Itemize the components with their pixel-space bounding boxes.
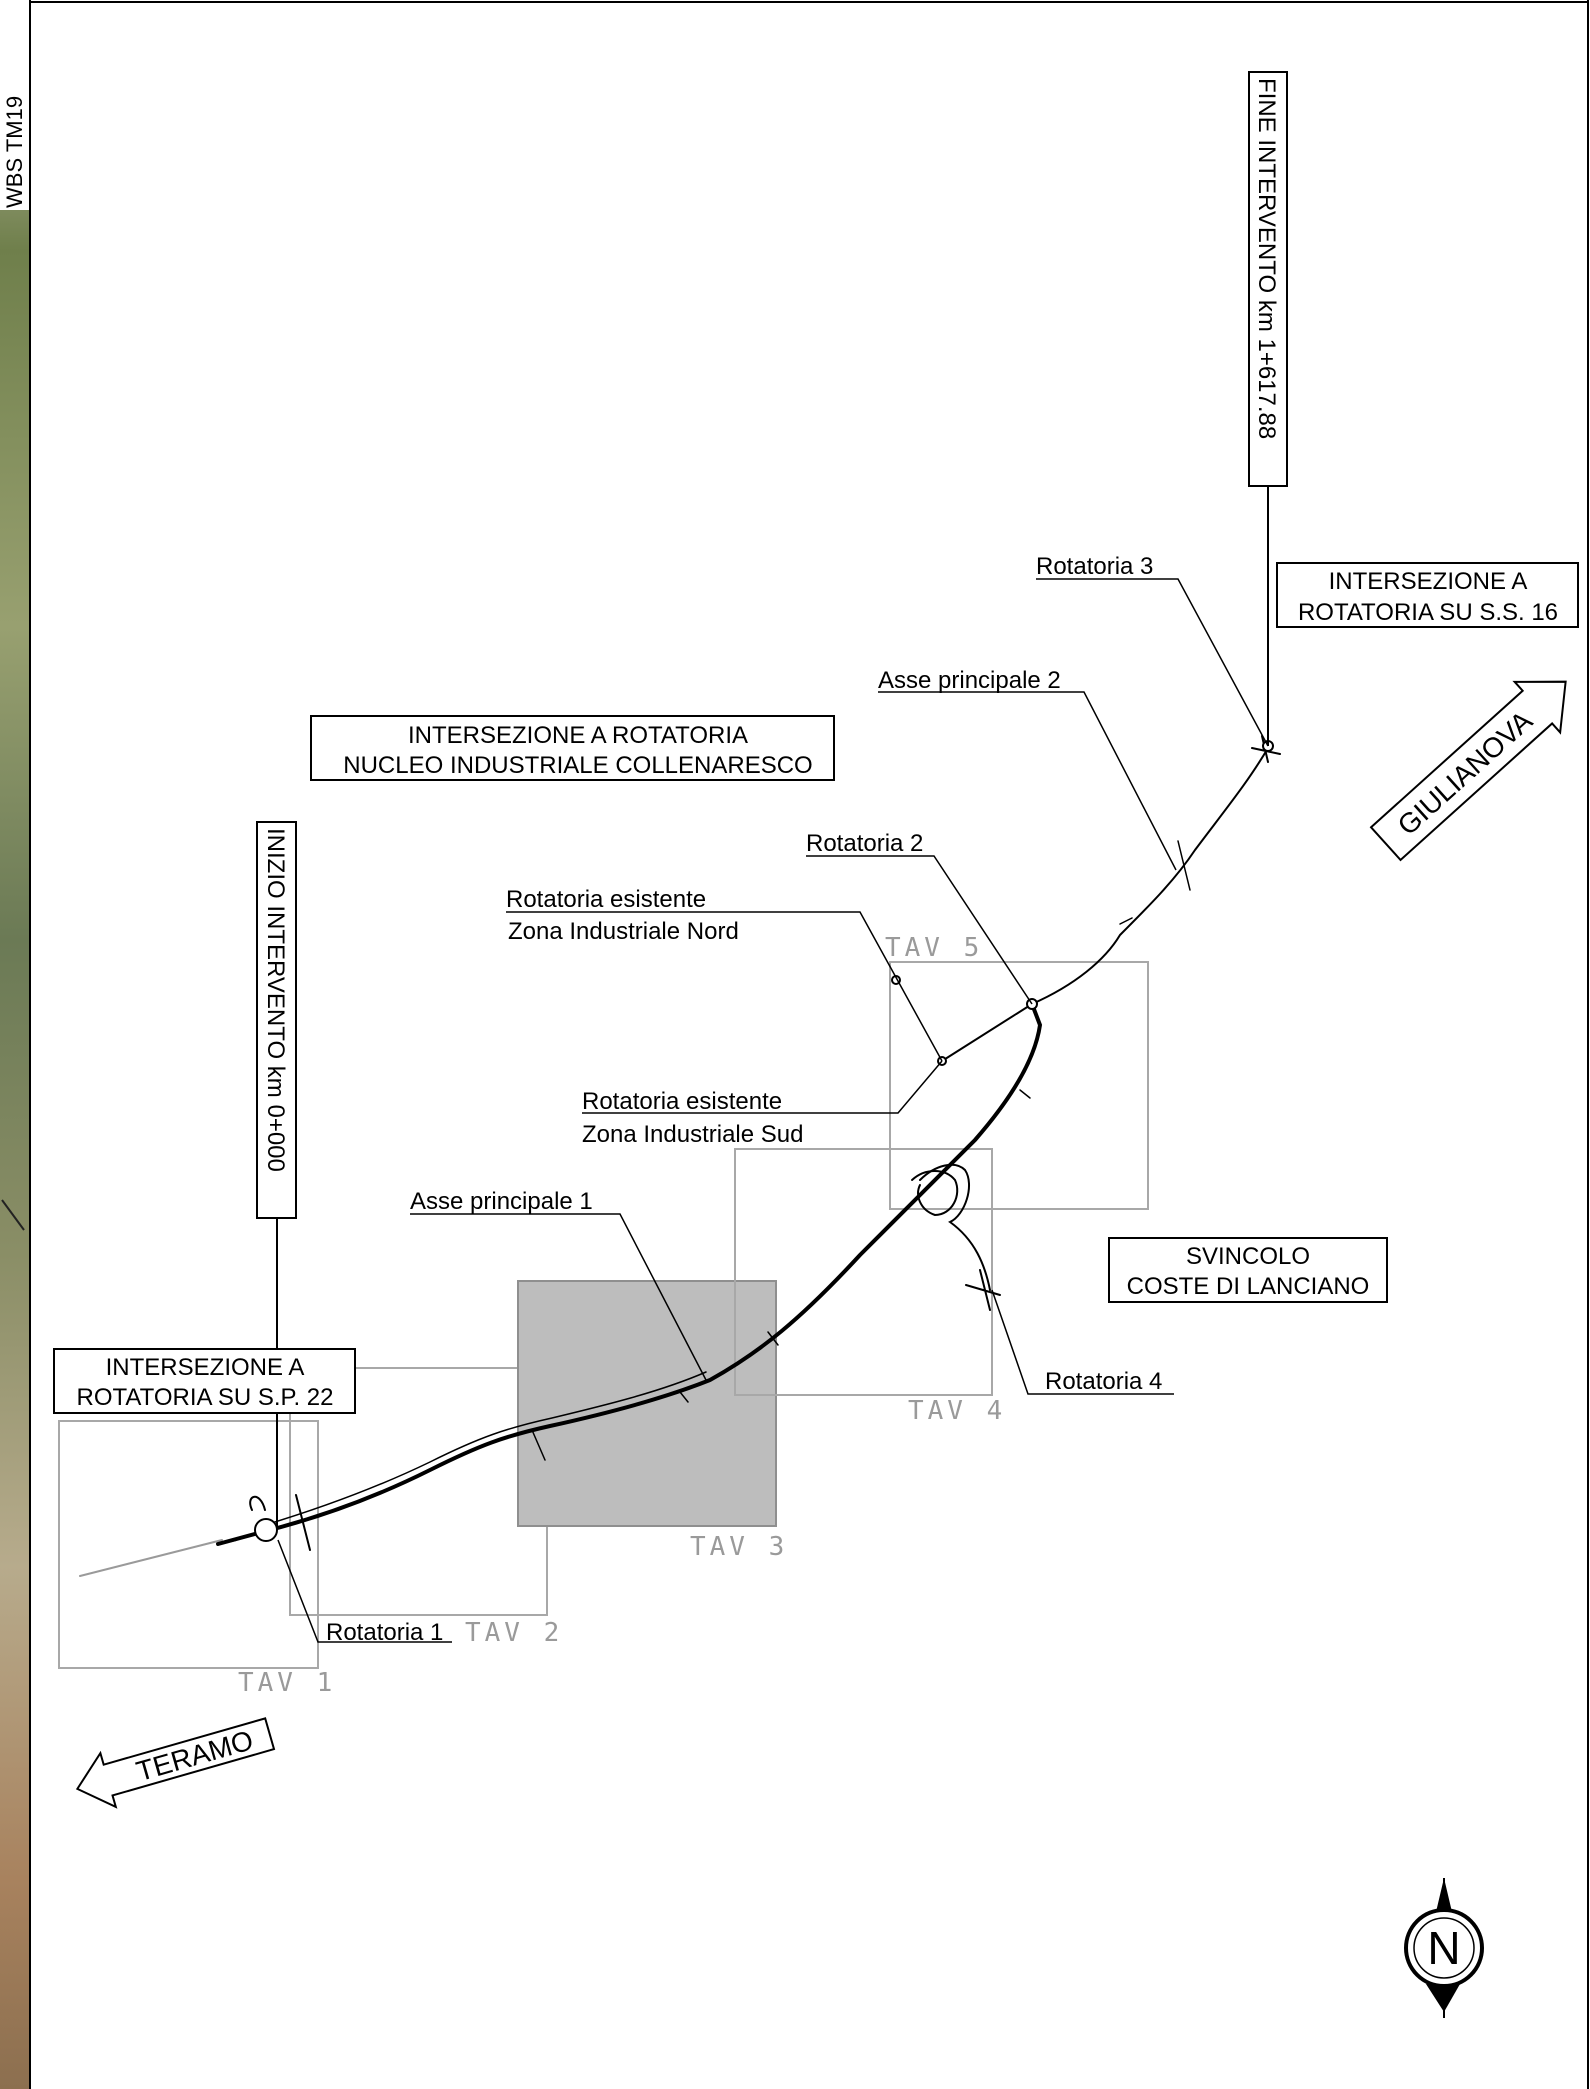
leader-esistente-sud xyxy=(582,1060,943,1114)
svg-text:FINE INTERVENTO km 1+617.88: FINE INTERVENTO km 1+617.88 xyxy=(1253,78,1280,439)
callout-esistente-sud-2: Zona Industriale Sud xyxy=(582,1121,803,1148)
callout-rotatoria-3: Rotatoria 3 xyxy=(1036,553,1153,580)
svg-text:INIZIO INTERVENTO km 0+000: INIZIO INTERVENTO km 0+000 xyxy=(262,828,289,1172)
callout-leaders xyxy=(277,578,1269,1643)
direction-arrow-giulianova: GIULIANOVA xyxy=(1369,680,1567,862)
sheet-outlines xyxy=(58,961,1149,1669)
label-box-ss16: INTERSEZIONE A ROTATORIA SU S.S. 16 xyxy=(1276,562,1579,628)
callout-rotatoria-1: Rotatoria 1 xyxy=(326,1619,443,1646)
tick-3 xyxy=(767,1331,779,1346)
asse-principale-1-road xyxy=(216,1002,1043,1546)
tick-4 xyxy=(1019,1089,1031,1099)
label-box-collenaresco: INTERSEZIONE A ROTATORIA NUCLEO INDUSTRI… xyxy=(310,715,835,781)
svg-text:NUCLEO INDUSTRIALE COLLENARESC: NUCLEO INDUSTRIALE COLLENARESCO xyxy=(343,752,812,779)
svg-text:INTERSEZIONE A: INTERSEZIONE A xyxy=(1329,568,1528,595)
callout-asse-principale-1: Asse principale 1 xyxy=(410,1188,593,1215)
sheet-label-tav-3: TAV 3 xyxy=(690,1532,788,1562)
sheet-outline-tav-1 xyxy=(58,1420,319,1669)
callout-esistente-nord-2: Zona Industriale Nord xyxy=(508,918,739,945)
aerial-photo-strip xyxy=(0,0,30,2089)
drawing-frame xyxy=(29,0,1589,2089)
svg-text:ROTATORIA SU S.P. 22: ROTATORIA SU S.P. 22 xyxy=(77,1384,334,1411)
label-box-svincolo: SVINCOLO COSTE DI LANCIANO xyxy=(1108,1237,1388,1303)
leader-rotatoria-3 xyxy=(1036,578,1269,747)
tick-5 xyxy=(1177,840,1191,891)
callout-esistente-sud-1: Rotatoria esistente xyxy=(582,1088,782,1115)
tick-6 xyxy=(1119,917,1133,925)
leader-asse-2 xyxy=(878,691,1177,871)
leader-esistente-nord xyxy=(506,911,943,1062)
road-alignment xyxy=(79,735,1281,1577)
tick-2 xyxy=(679,1391,689,1403)
sheet-outline-tav-5 xyxy=(889,961,1149,1210)
sheet-outline-tav-4 xyxy=(734,1148,993,1396)
zona-sud-link xyxy=(941,1003,1033,1062)
svg-text:GIULIANOVA: GIULIANOVA xyxy=(1392,705,1539,841)
leader-asse-1 xyxy=(410,1213,707,1381)
asse-principale-1-edge xyxy=(261,1371,707,1527)
svg-text:INTERSEZIONE A ROTATORIA: INTERSEZIONE A ROTATORIA xyxy=(408,722,748,749)
north-arrow: N xyxy=(1404,1878,1484,2018)
sheet-label-tav-5: TAV 5 xyxy=(885,933,983,963)
svincolo-ramp xyxy=(919,1163,991,1291)
callout-esistente-nord-1: Rotatoria esistente xyxy=(506,886,706,913)
callout-rotatoria-2: Rotatoria 2 xyxy=(806,830,923,857)
rotatoria-1-shape xyxy=(217,1495,266,1545)
sheet-label-tav-2: TAV 2 xyxy=(465,1618,563,1648)
callout-asse-principale-2: Asse principale 2 xyxy=(878,667,1061,694)
svg-text:SVINCOLO: SVINCOLO xyxy=(1186,1243,1310,1270)
svg-text:TERAMO: TERAMO xyxy=(133,1724,257,1787)
svg-text:INTERSEZIONE A: INTERSEZIONE A xyxy=(106,1354,305,1381)
label-box-sp22: INTERSEZIONE A ROTATORIA SU S.P. 22 xyxy=(53,1348,356,1414)
rotatoria-1-marker xyxy=(254,1518,278,1542)
direction-arrow-teramo: TERAMO xyxy=(75,1717,276,1809)
leader-rotatoria-2 xyxy=(806,855,1033,1005)
callout-rotatoria-4: Rotatoria 4 xyxy=(1045,1368,1162,1395)
rotatoria-1-cross-a xyxy=(295,1494,311,1551)
tick-1 xyxy=(531,1429,546,1461)
rotatoria-4-shape xyxy=(965,1269,1001,1311)
sheet-label-tav-4: TAV 4 xyxy=(908,1396,1006,1426)
asse-principale-2-road xyxy=(1031,747,1269,1005)
leader-rotatoria-1 xyxy=(277,1539,452,1643)
svg-text:ROTATORIA SU S.S. 16: ROTATORIA SU S.S. 16 xyxy=(1298,599,1558,626)
sheet-label-tav-1: TAV 1 xyxy=(238,1668,336,1698)
fine-intervento-marker: FINE INTERVENTO km 1+617.88 xyxy=(1248,71,1288,746)
svg-text:N: N xyxy=(1427,1922,1460,1974)
svincolo-loop xyxy=(911,1170,959,1217)
existing-road-west xyxy=(79,1539,223,1577)
inizio-intervento-marker: INIZIO INTERVENTO km 0+000 xyxy=(256,821,297,1530)
svg-text:COSTE DI LANCIANO: COSTE DI LANCIANO xyxy=(1127,1273,1370,1300)
leader-rotatoria-4 xyxy=(991,1289,1174,1395)
wbs-side-label: WBS TM19 xyxy=(2,96,27,208)
